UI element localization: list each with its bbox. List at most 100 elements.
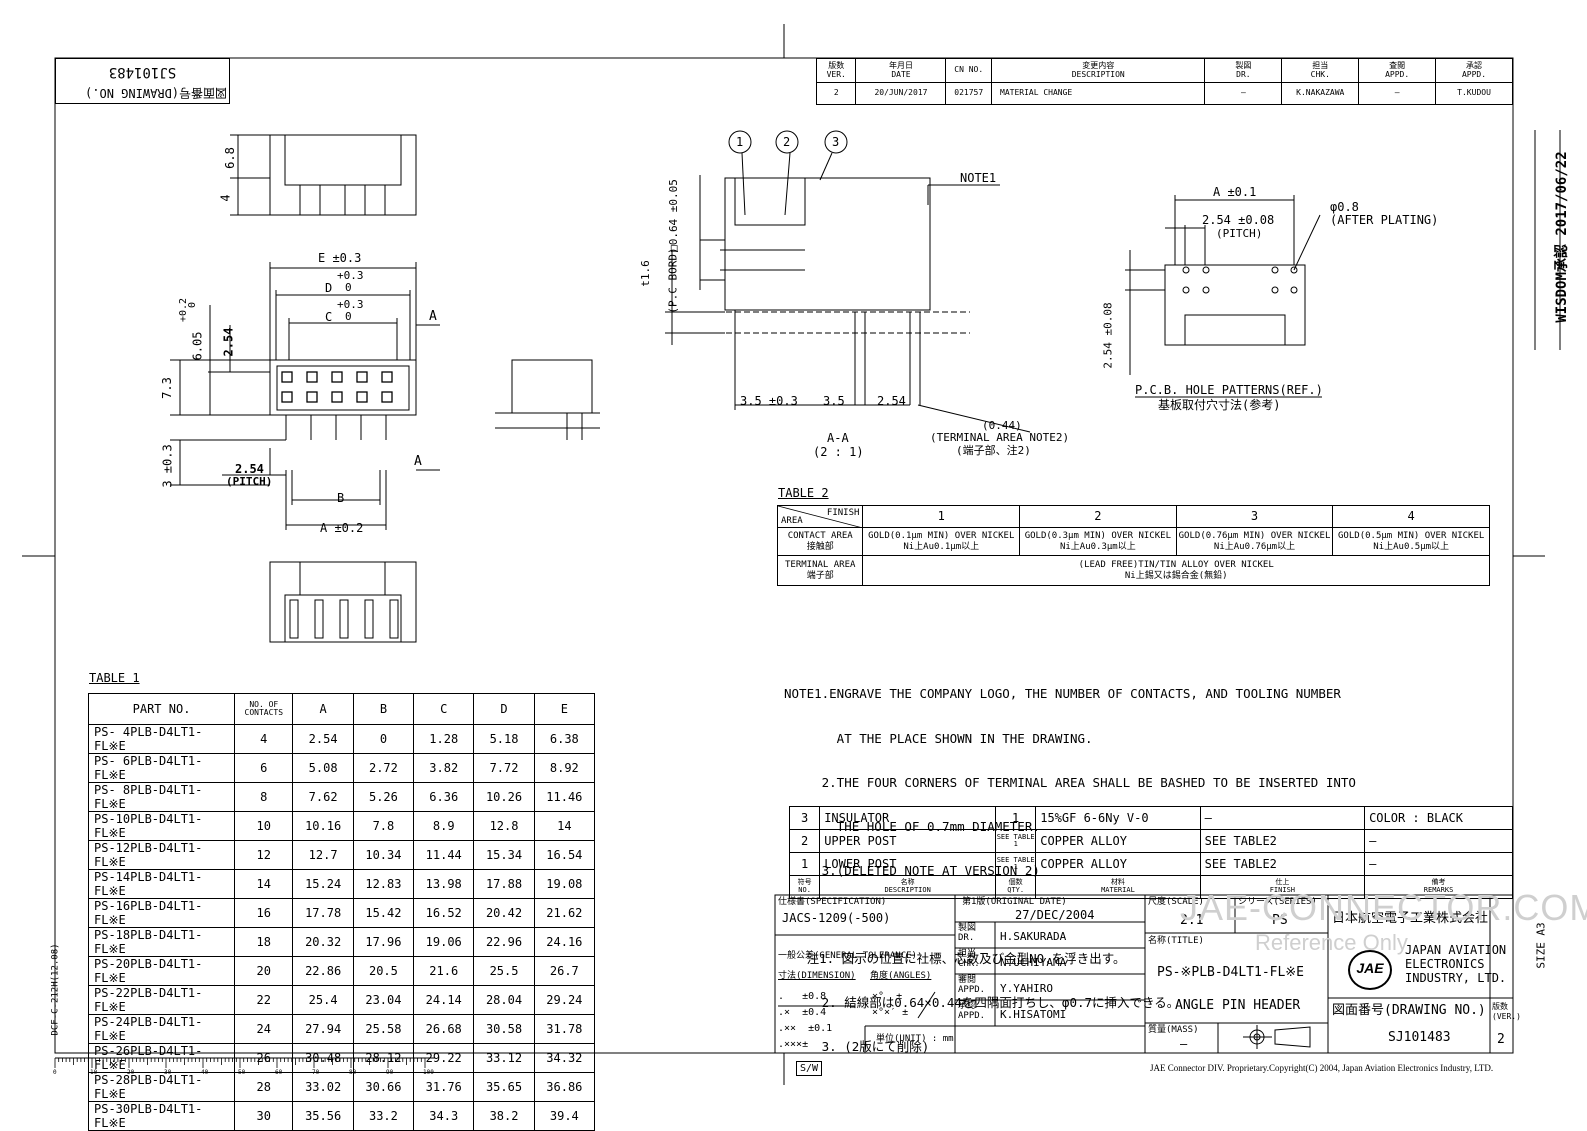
table-cell: 30.48 xyxy=(292,1043,354,1073)
table-cell: 10.16 xyxy=(292,811,354,841)
note-line: 注1. 図示の位置に社標、芯数及び金型NO.を浮き出す。 xyxy=(784,951,1126,967)
ruler-label: 30 xyxy=(164,1069,172,1076)
table2-corner: FINISH AREA xyxy=(776,505,864,528)
table-cell: 14 xyxy=(234,869,294,899)
dim-3: 3 ±0.3 xyxy=(160,444,175,488)
table-cell: 29.24 xyxy=(533,985,596,1015)
table-cell: 17.96 xyxy=(352,927,415,957)
tol-dim-label: 寸法(DIMENSION) xyxy=(778,971,856,981)
table-cell: 5.18 xyxy=(473,724,535,754)
spec-label: 仕様書(SPECIFICATION) xyxy=(778,897,887,907)
drawing-no-value-2: SJ101483 xyxy=(1388,1030,1451,1045)
bom-cell: — xyxy=(1364,852,1513,876)
table-cell: 7.8 xyxy=(352,811,415,841)
dim-6-05-tol0: 0 xyxy=(187,301,199,309)
tol-label: 一般公差(GENERAL TOLERANCE) xyxy=(778,951,917,961)
bom-cell: SEE TABLE2 xyxy=(1199,852,1366,876)
dim-0-44: (0.44) xyxy=(982,419,1022,432)
part-number-cell: PS- 8PLB-D4LT1-FL※E xyxy=(87,782,236,812)
note-line: 3. (2版にて削除) xyxy=(784,1039,930,1055)
bom-cell: SEE TABLE 1 xyxy=(995,852,1037,876)
rev-appd: — xyxy=(1358,82,1437,105)
table-cell: 8.92 xyxy=(533,753,596,783)
signature-name: H.SAKURADA xyxy=(1000,930,1067,943)
bom-cell: INSULATOR xyxy=(819,806,997,830)
table-cell: 6.36 xyxy=(413,782,475,812)
bom-cell: 3 xyxy=(788,806,821,830)
dim-7-3: 7.3 xyxy=(159,377,174,399)
section-mark-a-bottom: A xyxy=(414,454,422,469)
table-cell: 13.98 xyxy=(413,869,475,899)
hole-dia-label: (AFTER PLATING) xyxy=(1330,213,1439,227)
company-en-3: INDUSTRY, LTD. xyxy=(1405,971,1507,985)
dim-6-8: 6.8 xyxy=(222,147,237,169)
part-number-cell: PS-30PLB-D4LT1-FL※E xyxy=(87,1101,236,1131)
orig-date: 27/DEC/2004 xyxy=(1015,908,1095,922)
table-cell: 30 xyxy=(234,1101,294,1131)
drawing-no-value: SJ101483 xyxy=(108,64,177,80)
tol-2: .×× ±0.1 xyxy=(778,1023,833,1034)
ruler-label: 10 xyxy=(90,1069,98,1076)
bom-cell: 2 xyxy=(788,829,821,853)
title-label: 名称(TITLE) xyxy=(1148,936,1204,946)
table-cell: 23.04 xyxy=(352,985,415,1015)
table-cell: 2.72 xyxy=(352,753,415,783)
dim-pcb: t1.6 xyxy=(638,260,652,287)
bom-cell: UPPER POST xyxy=(819,829,997,853)
note-line: NOTE1.ENGRAVE THE COMPANY LOGO, THE NUMB… xyxy=(784,686,1341,702)
bom-cell: LOWER POST xyxy=(819,852,997,876)
rev-cn: 021757 xyxy=(945,82,992,105)
terminal-area-note-jp: (端子部、注2) xyxy=(956,444,1031,457)
table-cell: 38.2 xyxy=(473,1101,535,1131)
table-cell: 5.08 xyxy=(292,753,354,783)
drawing-no-label: 図面番号(DRAWING NO.) xyxy=(85,86,227,100)
section-mark-a-top: A xyxy=(429,309,437,324)
company-en-1: JAPAN AVIATION xyxy=(1405,943,1507,957)
part-number-cell: PS-20PLB-D4LT1-FL※E xyxy=(87,956,236,986)
mass-value: — xyxy=(1180,1037,1188,1051)
drawing-title-1: PS-※PLB-D4LT1-FL※E xyxy=(1157,965,1305,980)
tol-0: . ±0.8 xyxy=(778,991,827,1002)
ruler-label: 70 xyxy=(312,1069,320,1076)
table-cell: 17.78 xyxy=(292,898,354,928)
tol-ang-label: 角度(ANGLES) xyxy=(870,971,932,981)
dim-pin: □0.64 ±0.05 xyxy=(666,179,680,252)
part-number-cell: PS-24PLB-D4LT1-FL※E xyxy=(87,1014,236,1044)
part-number-cell: PS-12PLB-D4LT1-FL※E xyxy=(87,840,236,870)
drawing-no-box: 図面番号(DRAWING NO.) SJ101483 xyxy=(55,58,230,104)
note1-label: NOTE1 xyxy=(960,171,997,185)
part-number-cell: PS-14PLB-D4LT1-FL※E xyxy=(87,869,236,899)
tol-3: .×××± xyxy=(778,1039,809,1050)
spec-value: JACS-1209(-500) xyxy=(782,911,891,925)
dim-3-5-tol: 3.5 ±0.3 xyxy=(740,394,798,408)
table-cell: 25.58 xyxy=(352,1014,415,1044)
table-cell: 7.72 xyxy=(473,753,535,783)
bom-cell: — xyxy=(1364,829,1513,853)
dim-b: B xyxy=(337,491,345,505)
ang-1: ×°×′ ± xyxy=(872,1007,909,1018)
table-cell: 24 xyxy=(234,1014,294,1044)
dim-c-tol: +0.3 xyxy=(337,298,364,311)
table-cell: 28.04 xyxy=(473,985,535,1015)
ruler-label: 90 xyxy=(386,1069,394,1076)
unit-label: 単位(UNIT) : mm xyxy=(876,1034,954,1044)
hole-title-jp: 基板取付穴寸法(参考) xyxy=(1158,398,1281,412)
table-cell: 31.78 xyxy=(533,1014,596,1044)
bom-cell: 1 xyxy=(788,852,821,876)
jae-logo-icon: JAE xyxy=(1348,950,1392,990)
note-line: AT THE PLACE SHOWN IN THE DRAWING. xyxy=(784,730,1093,746)
top-view-outline xyxy=(269,134,417,216)
section-outline xyxy=(724,177,931,311)
ruler-label: 40 xyxy=(201,1069,209,1076)
